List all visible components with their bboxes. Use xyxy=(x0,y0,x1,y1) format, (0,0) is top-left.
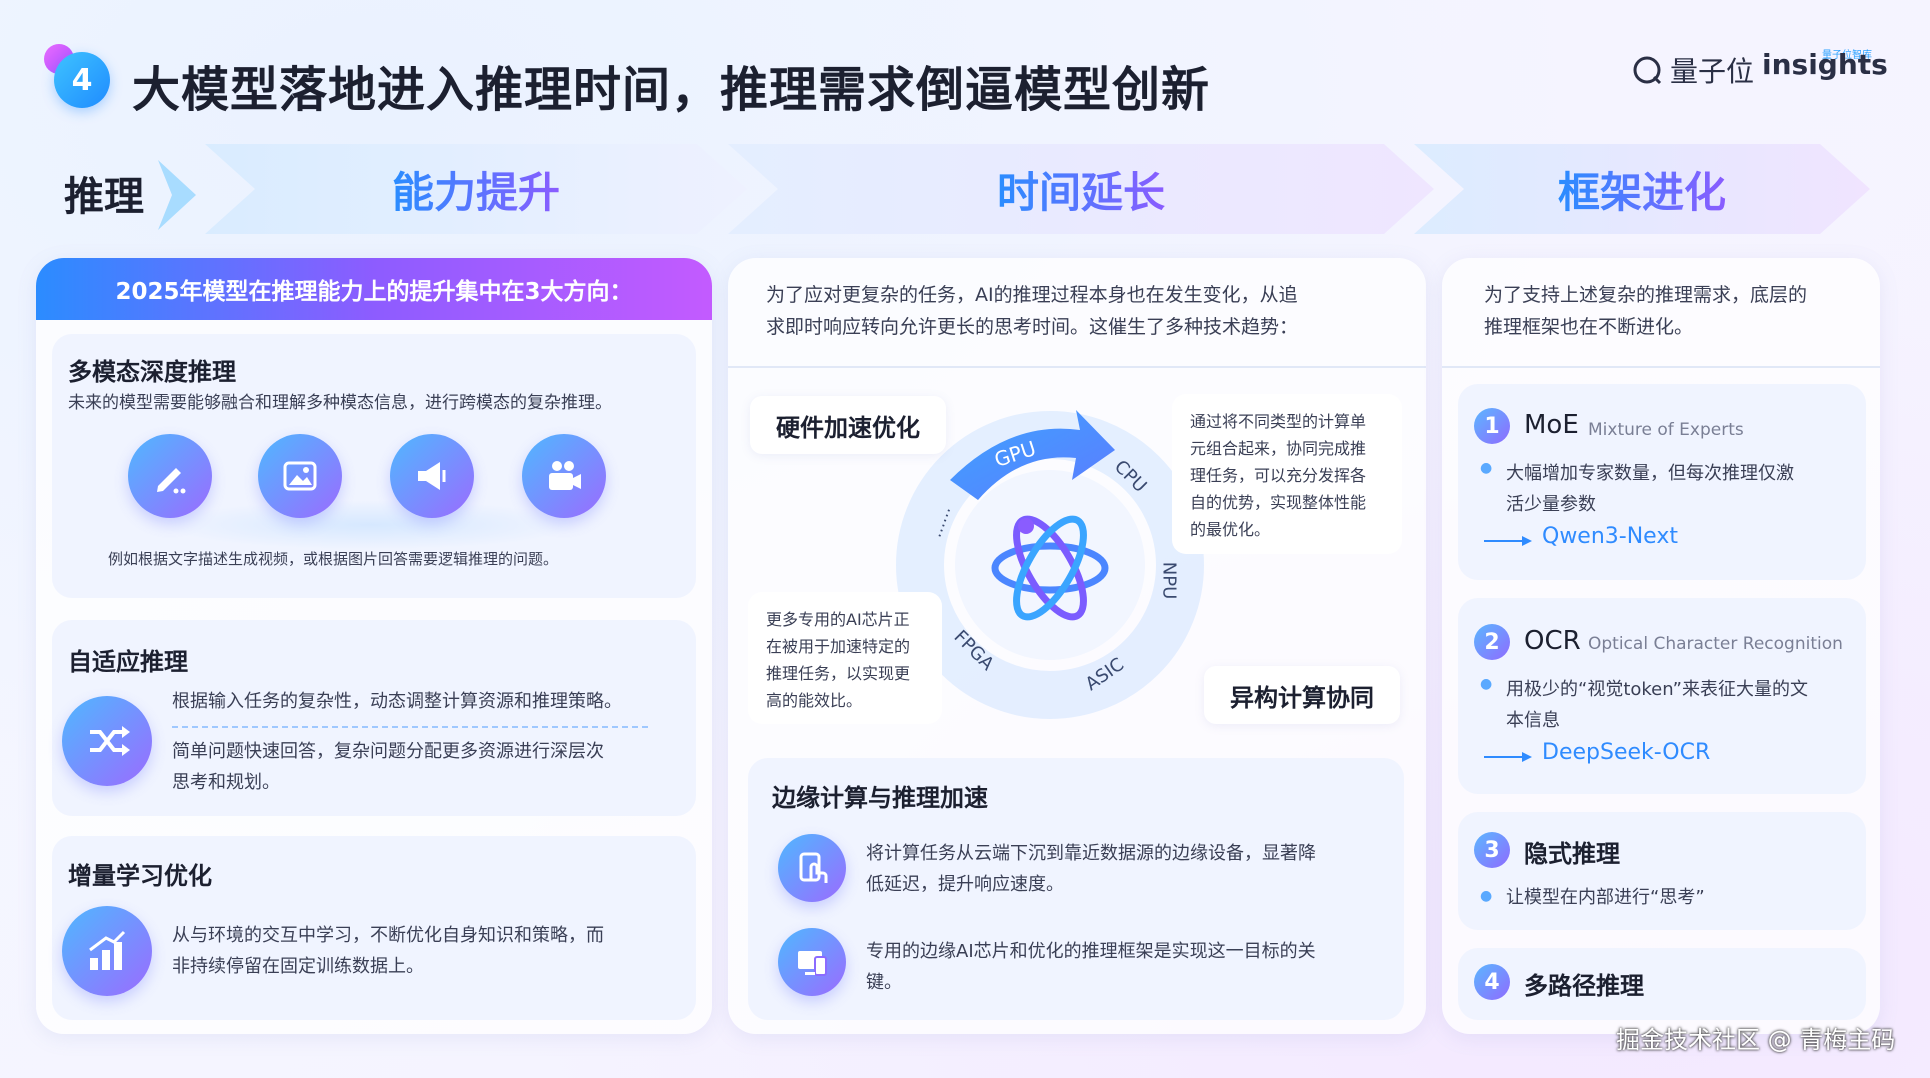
stage-framework: 框架进化 xyxy=(1414,144,1870,234)
multipath-badge: 4 xyxy=(1474,964,1510,1000)
megaphone-icon xyxy=(390,434,474,518)
card-moe xyxy=(1458,384,1866,580)
moe-bullet-icon: ● xyxy=(1480,460,1493,476)
hardware-tag: 硬件加速优化 xyxy=(750,396,946,454)
card-ocr xyxy=(1458,598,1866,794)
watermark: 掘金技术社区 @ 青梅主码 xyxy=(1616,1026,1896,1054)
adaptive-line2b: 思考和规划。 xyxy=(172,772,280,793)
card-multipath xyxy=(1458,948,1866,1020)
adaptive-line1: 根据输入任务的复杂性，动态调整计算资源和推理策略。 xyxy=(172,691,622,712)
implicit-desc: 让模型在内部进行“思考” xyxy=(1506,887,1705,908)
ocr-badge: 2 xyxy=(1474,624,1510,660)
video-camera-icon xyxy=(522,434,606,518)
right-divider xyxy=(1442,366,1880,368)
monitor-icon xyxy=(778,928,846,996)
implicit-badge: 3 xyxy=(1474,832,1510,868)
banner-chevron-icon xyxy=(158,160,196,230)
compute-cycle-diagram xyxy=(896,410,1204,719)
implicit-bullet-icon: ● xyxy=(1480,888,1493,904)
logo-qbit: 量子位 xyxy=(1632,50,1754,90)
card-edge xyxy=(748,758,1404,1020)
incremental-line2: 非持续停留在固定训练数据上。 xyxy=(172,956,424,977)
growth-chart-icon xyxy=(62,906,152,996)
pen-icon xyxy=(128,434,212,518)
adaptive-title: 自适应推理 xyxy=(68,648,188,676)
edge-title: 边缘计算与推理加速 xyxy=(772,784,988,812)
adaptive-divider xyxy=(172,726,648,728)
logo-qbit-text: 量子位 xyxy=(1670,55,1755,88)
moe-badge: 1 xyxy=(1474,408,1510,444)
right-intro-1: 为了支持上述复杂的推理需求，底层的 xyxy=(1484,284,1808,306)
ocr-link[interactable]: DeepSeek-OCR xyxy=(1542,740,1711,765)
ocr-desc-1: 用极少的“视觉token”来表征大量的文 xyxy=(1506,679,1808,700)
ocr-bullet-icon: ● xyxy=(1480,676,1493,692)
logo-small: 量子位智库 xyxy=(1822,50,1872,61)
card-incremental xyxy=(52,836,696,1020)
arrow-right-icon xyxy=(1484,536,1532,546)
page-title: 大模型落地进入推理时间，推理需求倒逼模型创新 xyxy=(132,62,1211,118)
moe-name: MoE xyxy=(1524,410,1579,440)
hetero-tag: 异构计算协同 xyxy=(1204,666,1400,724)
left-panel-header: 2025年模型在推理能力上的提升集中在3大方向： xyxy=(36,258,712,320)
multimodal-title: 多模态深度推理 xyxy=(68,358,236,386)
edge-item2b: 键。 xyxy=(866,972,902,993)
note-hardware: 更多专用的AI芯片正在被用于加速特定的推理任务，以实现更高的能效比。 xyxy=(748,592,942,724)
middle-intro-1: 为了应对更复杂的任务，AI的推理过程本身也在发生变化，从追 xyxy=(766,284,1298,306)
adaptive-line2a: 简单问题快速回答，复杂问题分配更多资源进行深层次 xyxy=(172,741,604,762)
touch-device-icon xyxy=(778,834,846,902)
moe-link[interactable]: Qwen3-Next xyxy=(1542,524,1678,549)
moe-desc-1: 大幅增加专家数量，但每次推理仅激 xyxy=(1506,463,1794,484)
multimodal-caption: 例如根据文字描述生成视频，或根据图片回答需要逻辑推理的问题。 xyxy=(108,550,559,568)
edge-item1b: 低延迟，提升响应速度。 xyxy=(866,874,1064,895)
card-implicit xyxy=(1458,812,1866,930)
arrow-right-icon xyxy=(1484,752,1532,762)
banner-label: 推理 xyxy=(64,174,144,220)
multimodal-glow xyxy=(160,500,580,550)
right-intro-2: 推理框架也在不断进化。 xyxy=(1484,316,1694,338)
ocr-name: OCR xyxy=(1524,626,1581,656)
incremental-line1: 从与环境的交互中学习，不断优化自身知识和策略，而 xyxy=(172,925,604,946)
stage-time: 时间延长 xyxy=(728,144,1434,234)
chip-npu: NPU xyxy=(1158,561,1180,600)
shuffle-icon xyxy=(62,696,152,786)
incremental-title: 增量学习优化 xyxy=(68,862,212,890)
card-adaptive xyxy=(52,620,696,816)
logo-insights: insights xyxy=(1762,48,1888,81)
moe-sub: Mixture of Experts xyxy=(1588,420,1744,440)
qbit-logo-icon xyxy=(1633,56,1662,85)
middle-divider xyxy=(728,366,1426,368)
implicit-name: 隐式推理 xyxy=(1524,840,1620,868)
stage-ability: 能力提升 xyxy=(205,144,747,234)
ocr-sub: Optical Character Recognition xyxy=(1588,634,1843,654)
multipath-name: 多路径推理 xyxy=(1524,972,1644,1000)
section-number: 4 xyxy=(54,52,110,108)
edge-item1a: 将计算任务从云端下沉到靠近数据源的边缘设备，显著降 xyxy=(866,843,1316,864)
ocr-desc-2: 本信息 xyxy=(1506,710,1560,731)
middle-intro-2: 求即时响应转向允许更长的思考时间。这催生了多种技术趋势： xyxy=(766,316,1299,338)
moe-desc-2: 活少量参数 xyxy=(1506,494,1596,515)
multimodal-desc: 未来的模型需要能够融合和理解多种模态信息，进行跨模态的复杂推理。 xyxy=(68,393,612,413)
note-hetero: 通过将不同类型的计算单元组合起来，协同完成推理任务，可以充分发挥各自的优势，实现… xyxy=(1172,394,1402,554)
image-icon xyxy=(258,434,342,518)
edge-item2a: 专用的边缘AI芯片和优化的推理框架是实现这一目标的关 xyxy=(866,941,1316,962)
